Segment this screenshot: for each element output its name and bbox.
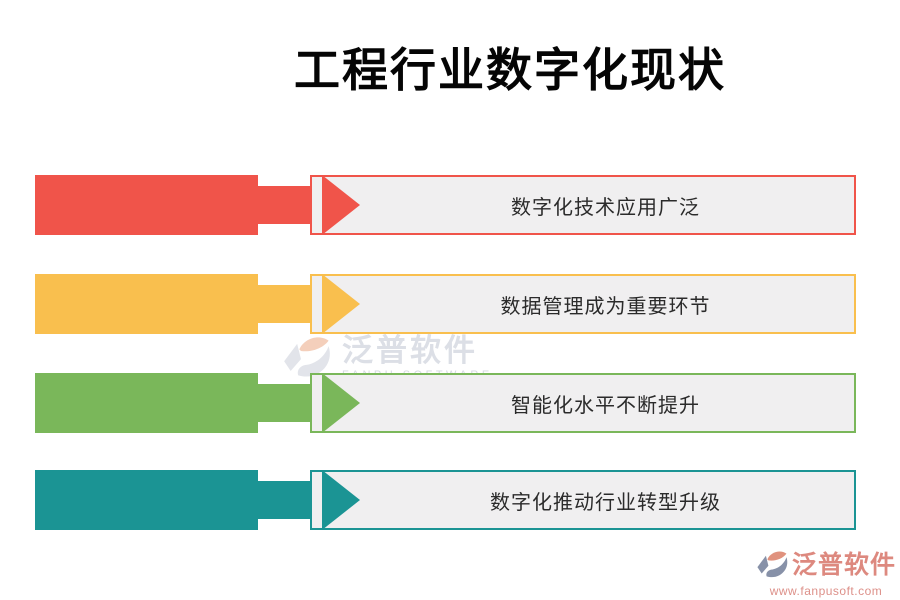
arrow-head-icon bbox=[322, 470, 360, 530]
arrow-bar bbox=[35, 470, 258, 530]
arrow-head-icon bbox=[322, 373, 360, 433]
arrow-head-icon bbox=[322, 274, 360, 334]
item-box: 数字化技术应用广泛 bbox=[310, 175, 856, 235]
item-box: 数字化推动行业转型升级 bbox=[310, 470, 856, 530]
flow-row-3: 智能化水平不断提升 bbox=[0, 373, 900, 433]
arrow-head-icon bbox=[322, 175, 360, 235]
fanpu-logo-icon bbox=[757, 551, 788, 578]
fanpu-logo-icon bbox=[284, 337, 330, 377]
footer-brand-name: 泛普软件 bbox=[792, 551, 897, 579]
page-title: 工程行业数字化现状 bbox=[294, 45, 726, 96]
footer-website-url: www.fanpusoft.com bbox=[769, 584, 883, 598]
arrow-bar bbox=[35, 373, 258, 433]
arrow-bar bbox=[35, 274, 258, 334]
item-label: 数字化推动行业转型升级 bbox=[490, 491, 721, 514]
item-box: 数据管理成为重要环节 bbox=[310, 274, 856, 334]
item-label: 数据管理成为重要环节 bbox=[500, 295, 711, 318]
watermark-brand: 泛普软件 bbox=[342, 332, 478, 368]
flow-row-4: 数字化推动行业转型升级 bbox=[0, 470, 900, 530]
flow-row-2: 数据管理成为重要环节 bbox=[0, 274, 900, 334]
flow-row-1: 数字化技术应用广泛 bbox=[0, 175, 900, 235]
item-label: 智能化水平不断提升 bbox=[511, 394, 700, 417]
footer-brand-logo: 泛普软件 www.fanpusoft.com bbox=[756, 548, 896, 598]
item-box: 智能化水平不断提升 bbox=[310, 373, 856, 433]
item-label: 数字化技术应用广泛 bbox=[511, 196, 700, 219]
arrow-bar bbox=[35, 175, 258, 235]
